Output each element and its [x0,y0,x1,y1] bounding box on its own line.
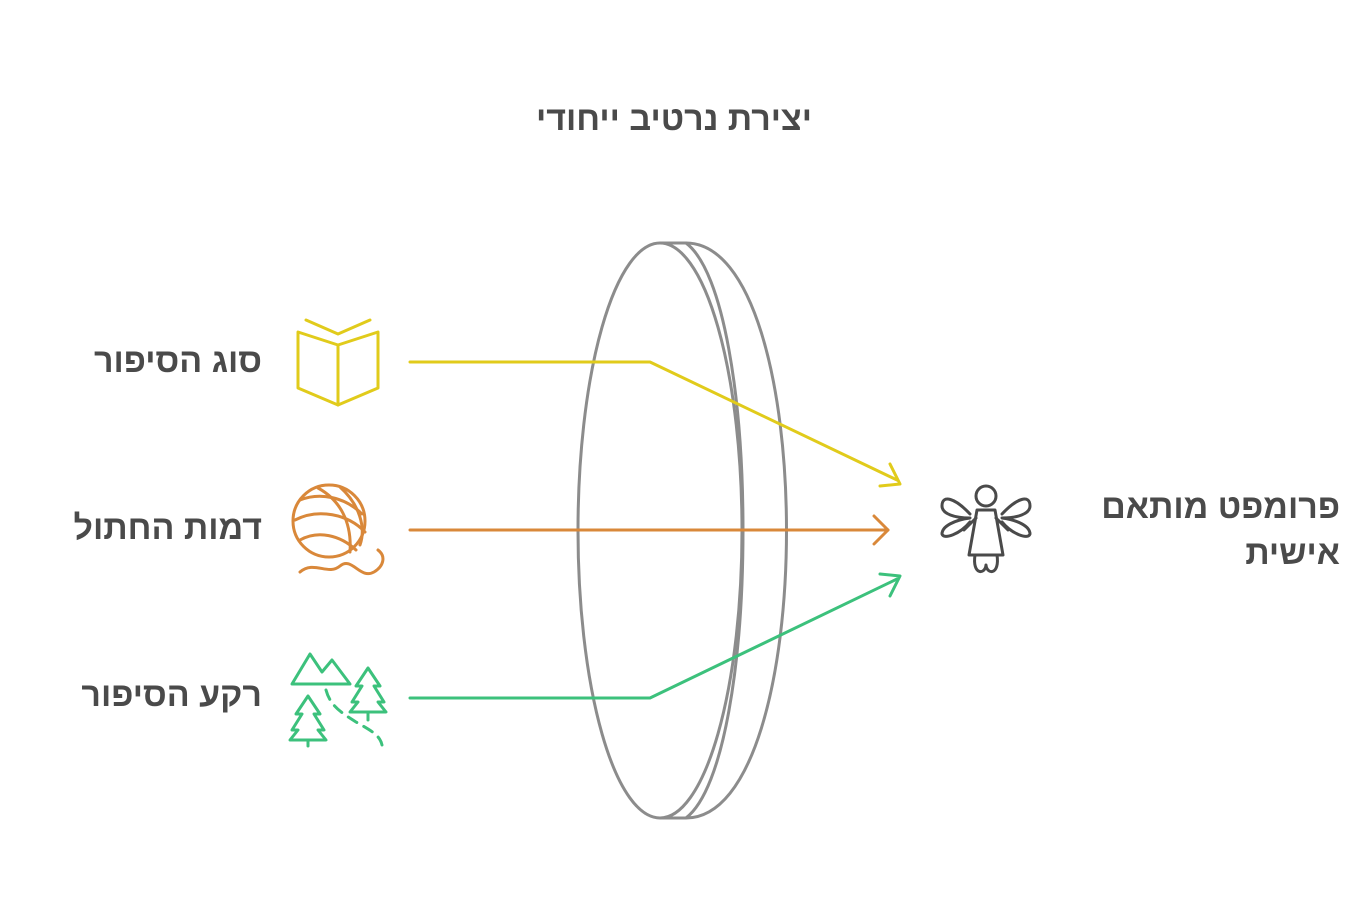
fairy-icon [940,484,1032,573]
lens-back-edge [660,241,788,820]
connector-genre [408,360,902,488]
forest-landscape-icon [288,652,388,748]
open-book-icon [296,318,380,407]
connector-hero [408,514,890,546]
connector-setting [408,572,902,700]
diagram-title: יצירת נרטיב ייחודי [535,100,813,138]
output-label: פרומפט מותאם אישית [1101,488,1340,572]
connectors [408,360,902,700]
label-cat-character: דמות החתול [73,509,262,547]
label-story-genre: סוג הסיפור [93,342,262,380]
label-story-setting: רקע הסיפור [81,676,262,714]
yarn-ball-icon [291,483,385,576]
